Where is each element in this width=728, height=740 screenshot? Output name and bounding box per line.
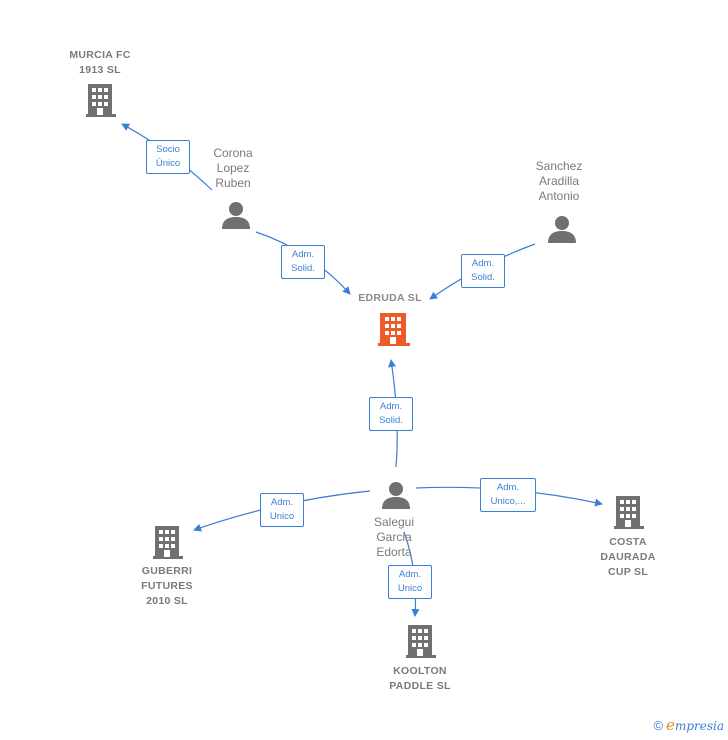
edge-label-salegui-edruda: Adm. Solid. [369, 397, 413, 431]
node-label-koolton[interactable]: KOOLTON PADDLE SL [389, 665, 451, 692]
edge-label-sanchez-edruda: Adm. Solid. [461, 254, 505, 288]
building-icon[interactable] [406, 625, 436, 658]
building-icon[interactable] [378, 313, 410, 346]
edge-label-corona-murcia: Socio Único [146, 140, 190, 174]
person-icon[interactable] [382, 482, 410, 509]
brand-name: mpresia [674, 719, 724, 733]
node-label-guberri[interactable]: GUBERRI FUTURES 2010 SL [141, 565, 193, 607]
node-label-murcia[interactable]: MURCIA FC 1913 SL [69, 49, 131, 76]
building-icon[interactable] [153, 526, 183, 559]
building-icon[interactable] [86, 84, 116, 117]
person-icon[interactable] [222, 202, 250, 229]
person-icon[interactable] [548, 216, 576, 243]
node-label-edruda[interactable]: EDRUDA SL [358, 292, 422, 304]
copyright-icon: © [653, 718, 664, 733]
edge-label-corona-edruda: Adm. Solid. [281, 245, 325, 279]
edge-label-salegui-koolton: Adm. Unico [388, 565, 432, 599]
node-label-sanchez[interactable]: Sanchez Aradilla Antonio [535, 159, 583, 203]
brand-logo: ©empresia [653, 716, 724, 734]
node-label-costa[interactable]: COSTA DAURADA CUP SL [600, 536, 656, 578]
edge-label-salegui-guberri: Adm. Unico [260, 493, 304, 527]
brand-e: e [666, 716, 675, 734]
building-icon[interactable] [614, 496, 644, 529]
node-label-salegui[interactable]: Salegui Garcia Edorta [373, 515, 415, 559]
node-label-corona[interactable]: Corona Lopez Ruben [213, 146, 253, 190]
edge-label-salegui-costa: Adm. Unico,... [480, 478, 536, 512]
